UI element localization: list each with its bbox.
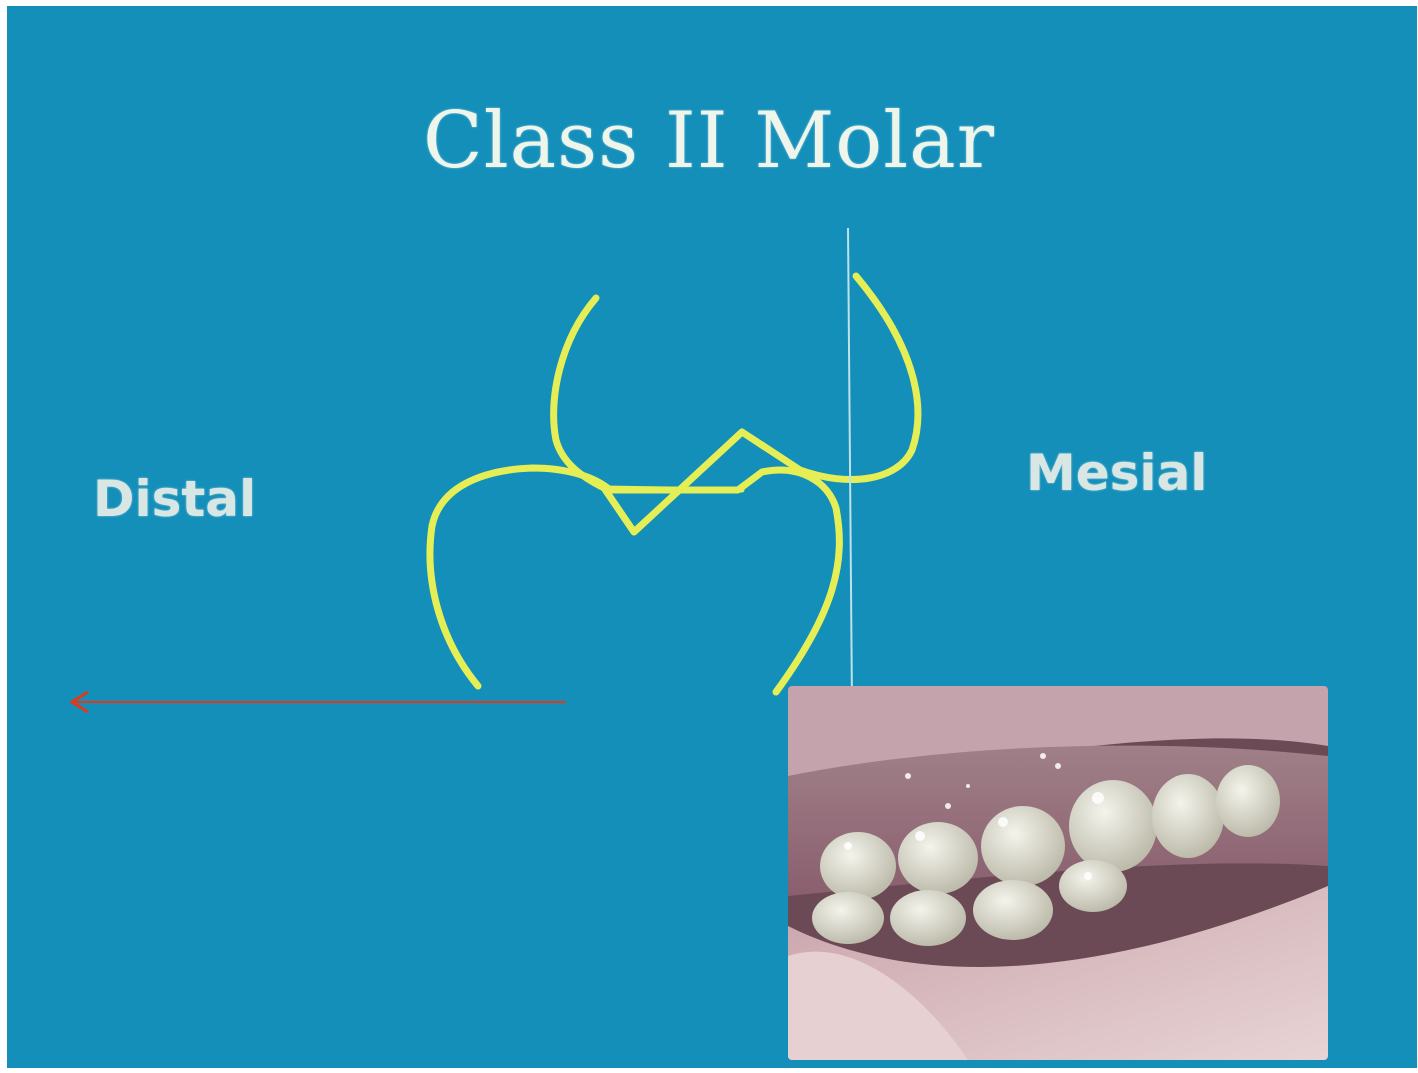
mesial-reference-line (848, 228, 852, 706)
intraoral-photo (788, 686, 1328, 1060)
upper-molar-outline (554, 276, 918, 532)
occlusal-contact-line (604, 488, 742, 490)
lower-molar-outline (430, 468, 839, 692)
